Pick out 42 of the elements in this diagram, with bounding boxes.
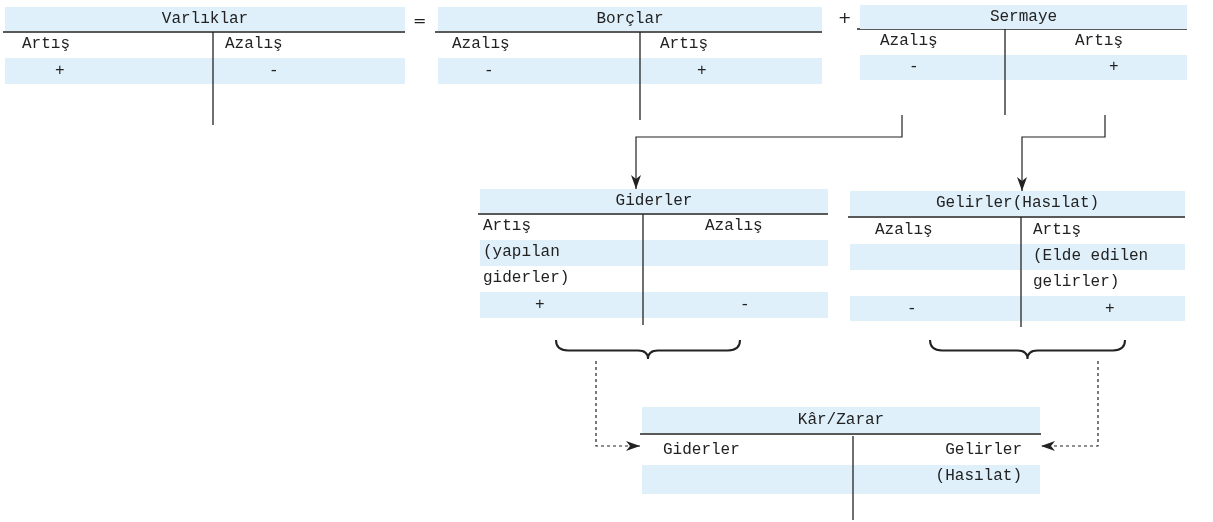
entry-text: + xyxy=(697,61,707,82)
entry-text: Azalış xyxy=(225,34,283,55)
arrow xyxy=(631,114,903,190)
t-account xyxy=(478,189,828,361)
entry-text: Artış xyxy=(483,216,531,237)
entry-text: - xyxy=(484,61,494,82)
t-account xyxy=(857,5,1187,115)
entry-text: Gelirler (Hasılat) xyxy=(934,440,1022,487)
account-title: Sermaye xyxy=(860,5,1187,29)
account-title: Giderler xyxy=(480,189,828,213)
account-title: Borçlar xyxy=(438,7,822,31)
entry-text: Artış xyxy=(1075,31,1123,52)
arrow xyxy=(1017,114,1106,192)
entry-text: + xyxy=(1105,299,1115,320)
entry-text: Artış xyxy=(22,34,70,55)
t-account xyxy=(848,191,1185,361)
entry-text: Azalış xyxy=(880,31,938,52)
entry-text: - xyxy=(909,57,919,78)
entry-text: - xyxy=(269,61,279,82)
dashed-arrow xyxy=(1040,360,1099,451)
entry-text: (yapılan giderler) xyxy=(483,242,571,289)
entry-text: (Elde edilen gelirler) xyxy=(1033,246,1150,293)
entry-text: - xyxy=(740,295,750,316)
entry-text: - xyxy=(907,299,917,320)
entry-text: Giderler xyxy=(663,440,740,461)
entry-text: + xyxy=(55,61,65,82)
entry-text: + xyxy=(535,295,545,316)
entry-text: Azalış xyxy=(452,34,510,55)
entry-text: Artış xyxy=(1033,220,1081,241)
entry-text: + xyxy=(1109,57,1119,78)
account-title: Varlıklar xyxy=(5,7,405,31)
t-account xyxy=(3,7,405,127)
account-title: Gelirler(Hasılat) xyxy=(850,191,1185,216)
t-account xyxy=(435,7,822,122)
t-account xyxy=(640,407,1041,520)
operator-sign: + xyxy=(838,9,852,27)
entry-text: Azalış xyxy=(875,220,933,241)
entry-text: Artış xyxy=(660,34,708,55)
account-title: Kâr/Zarar xyxy=(642,407,1040,433)
entry-text: Azalış xyxy=(705,216,763,237)
dashed-arrow xyxy=(595,360,641,451)
operator-sign: = xyxy=(413,12,427,30)
